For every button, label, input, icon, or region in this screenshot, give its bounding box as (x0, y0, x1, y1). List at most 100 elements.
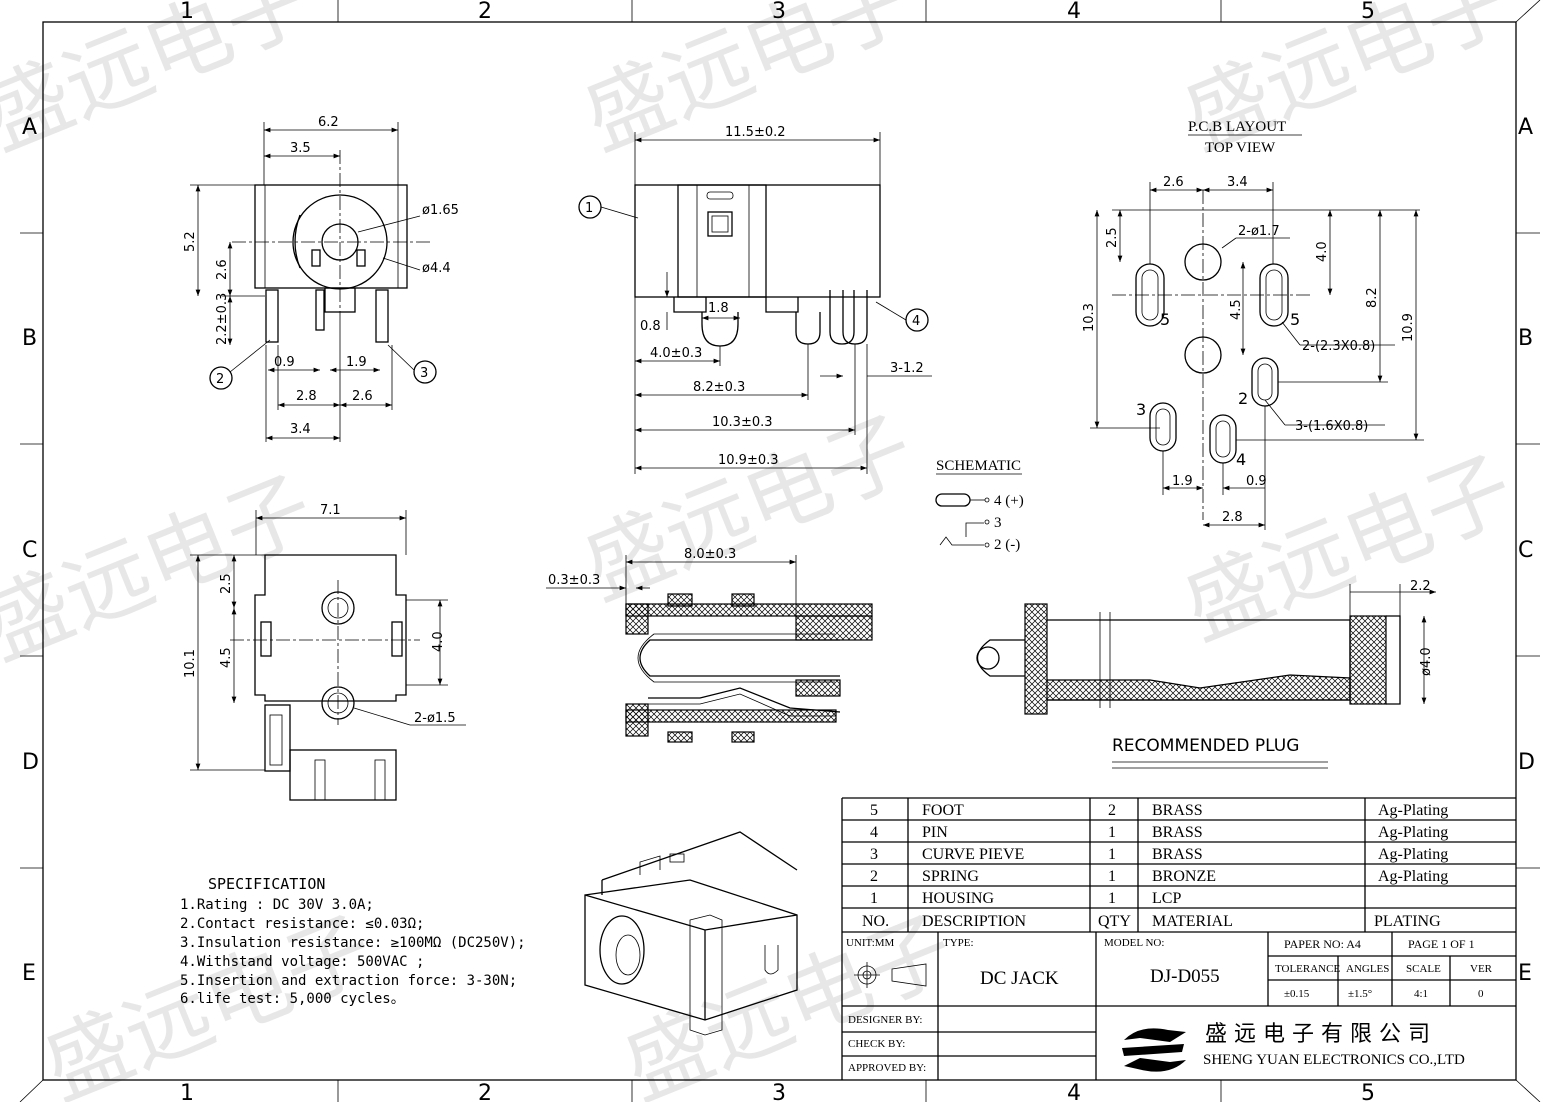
spec-line-4: 4.Withstand voltage: 500VAC ; (180, 954, 424, 970)
dim-2-6: 2.6 (215, 259, 230, 280)
pcb-layout: P.C.B LAYOUT TOP VIEW 2.6 3.4 2.5 2-ø1.7… (1082, 119, 1424, 530)
bom-row-2-material: BRONZE (1152, 868, 1216, 885)
pcb-dim-oval-2: 2-(2.3X0.8) (1302, 339, 1375, 354)
bom-row-1-material: LCP (1152, 890, 1181, 907)
tb-scale-label: SCALE (1406, 963, 1441, 975)
bom-row-1-qty: 1 (1108, 890, 1116, 907)
pcb-title: P.C.B LAYOUT (1188, 119, 1286, 135)
pcb-dim-10-9: 10.9 (1401, 313, 1416, 342)
watermark-1: 盛远电子 (0, 0, 327, 169)
bom-header-qty: QTY (1098, 913, 1131, 930)
pcb-dim-2-8: 2.8 (1222, 510, 1243, 525)
bom-header-no: NO. (862, 913, 889, 930)
pcb-dim-0-9: 0.9 (1246, 474, 1267, 489)
side-view: 11.5±0.2 0.8 1.8 4.0±0.3 8.2±0.3 10.3±0.… (578, 125, 932, 474)
bom-row-4-no: 4 (870, 824, 878, 841)
grid-row-c-right: C (1518, 538, 1533, 563)
grid-col-3: 3 (772, 0, 786, 24)
pcb-subtitle: TOP VIEW (1205, 140, 1276, 156)
dim-5-2: 5.2 (183, 231, 198, 252)
front-view: 6.2 3.5 5.2 2.6 2.2±0.3 ø1.65 ø4.4 0.9 1… (183, 115, 459, 442)
tb-company-en: SHENG YUAN ELECTRONICS CO.,LTD (1203, 1052, 1465, 1068)
bom-row-5-qty: 2 (1108, 802, 1116, 819)
bom-row-5-no: 5 (870, 802, 878, 819)
grid-row-a: A (22, 115, 37, 140)
tb-tolerance-value: ±0.15 (1284, 988, 1310, 1000)
bom-row-1-no: 1 (870, 890, 878, 907)
grid-ticks (19, 0, 1541, 1102)
callout-3: 3 (420, 366, 428, 381)
bom-row-5-desc: FOOT (922, 802, 964, 819)
bottom-dim-7-1: 7.1 (320, 503, 341, 518)
grid-row-d: D (22, 750, 39, 775)
bom-row-2-desc: SPRING (922, 868, 979, 885)
grid-row-c: C (22, 538, 37, 563)
pcb-dim-2-5: 2.5 (1105, 227, 1120, 248)
grid-col-2: 2 (478, 0, 492, 24)
dim-0-8: 0.8 (640, 319, 661, 334)
isometric-view (584, 831, 798, 1036)
bottom-dim-10-1: 10.1 (183, 649, 198, 678)
grid-col-5: 5 (1361, 0, 1375, 24)
tb-approved: APPROVED BY: (848, 1062, 926, 1074)
pcb-dim-oval-3: 3-(1.6X0.8) (1295, 419, 1368, 434)
callout-2: 2 (216, 372, 224, 387)
section-view: 8.0±0.3 0.3±0.3 (546, 547, 873, 743)
bottom-dim-4-5: 4.5 (219, 647, 234, 668)
plug-dim-d4-0: ø4.0 (1419, 647, 1434, 676)
bom-header-plating: PLATING (1374, 913, 1441, 930)
dim-d1-65: ø1.65 (422, 203, 459, 218)
watermark-5: 盛远电子 (570, 398, 926, 620)
pcb-pin-5-right: 5 (1290, 310, 1300, 329)
spec-line-2: 2.Contact resistance: ≤0.03Ω; (180, 916, 424, 932)
schematic: SCHEMATIC 4 (+) 3 2 (-) (935, 458, 1024, 553)
pcb-dim-2-6: 2.6 (1163, 175, 1184, 190)
spec-line-1: 1.Rating : DC 30V 3.0A; (180, 897, 374, 913)
tb-type-value: DC JACK (980, 968, 1059, 989)
bom-header-material: MATERIAL (1152, 913, 1233, 930)
spec-line-3: 3.Insulation resistance: ≥100MΩ (DC250V)… (180, 935, 526, 951)
pcb-dim-4-5: 4.5 (1229, 299, 1244, 320)
bom-row-1-desc: HOUSING (922, 890, 994, 907)
dim-3-5: 3.5 (290, 141, 311, 156)
plug-title: RECOMMENDED PLUG (1112, 736, 1299, 756)
bom-row-3-plating: Ag-Plating (1378, 846, 1448, 863)
tb-scale-value: 4:1 (1414, 988, 1428, 1000)
bom-table: 5 FOOT 2 BRASS Ag-Plating 4 PIN 1 BRASS … (841, 797, 1516, 1080)
pcb-pin-5-left: 5 (1160, 310, 1170, 329)
dim-1-8: 1.8 (708, 301, 729, 316)
callout-4: 4 (912, 314, 920, 329)
dim-6-2: 6.2 (318, 115, 339, 130)
grid-col-3-bottom: 3 (772, 1081, 786, 1102)
recommended-plug: 2.2 ø4.0 RECOMMENDED PLUG (976, 579, 1436, 769)
grid-col-2-bottom: 2 (478, 1081, 492, 1102)
schematic-pin-3: 3 (994, 515, 1002, 531)
bom-header-desc: DESCRIPTION (922, 913, 1026, 930)
pcb-dim-8-2: 8.2 (1365, 287, 1380, 308)
bom-row-3-desc: CURVE PIEVE (922, 846, 1024, 863)
grid-col-4: 4 (1067, 0, 1081, 24)
dim-8-2: 8.2±0.3 (693, 380, 745, 395)
tb-type-label: TYPE: (943, 937, 974, 949)
dim-2-6b: 2.6 (352, 389, 373, 404)
tb-check: CHECK BY: (848, 1038, 905, 1050)
dim-3-4: 3.4 (290, 422, 311, 437)
pcb-pin-2: 2 (1238, 389, 1248, 408)
bom-row-4-material: BRASS (1152, 824, 1203, 841)
tb-designer: DESIGNER BY: (848, 1014, 922, 1026)
tb-unit-label: UNIT:MM (846, 937, 895, 949)
bom-row-2-qty: 1 (1108, 868, 1116, 885)
bom-row-4-qty: 1 (1108, 824, 1116, 841)
tb-tolerance-label: TOLERANCE (1275, 963, 1340, 975)
pcb-dim-3-4: 3.4 (1227, 175, 1248, 190)
grid-row-e: E (22, 961, 36, 986)
grid-col-4-bottom: 4 (1067, 1081, 1081, 1102)
grid-row-a-right: A (1518, 115, 1533, 140)
spec-title: SPECIFICATION (208, 875, 325, 893)
bom-row-3-material: BRASS (1152, 846, 1203, 863)
tb-angles-label: ANGLES (1346, 963, 1389, 975)
dim-2-2: 2.2±0.3 (215, 293, 230, 345)
bom-row-4-plating: Ag-Plating (1378, 824, 1448, 841)
pcb-dim-2-d1-7: 2-ø1.7 (1238, 224, 1280, 239)
